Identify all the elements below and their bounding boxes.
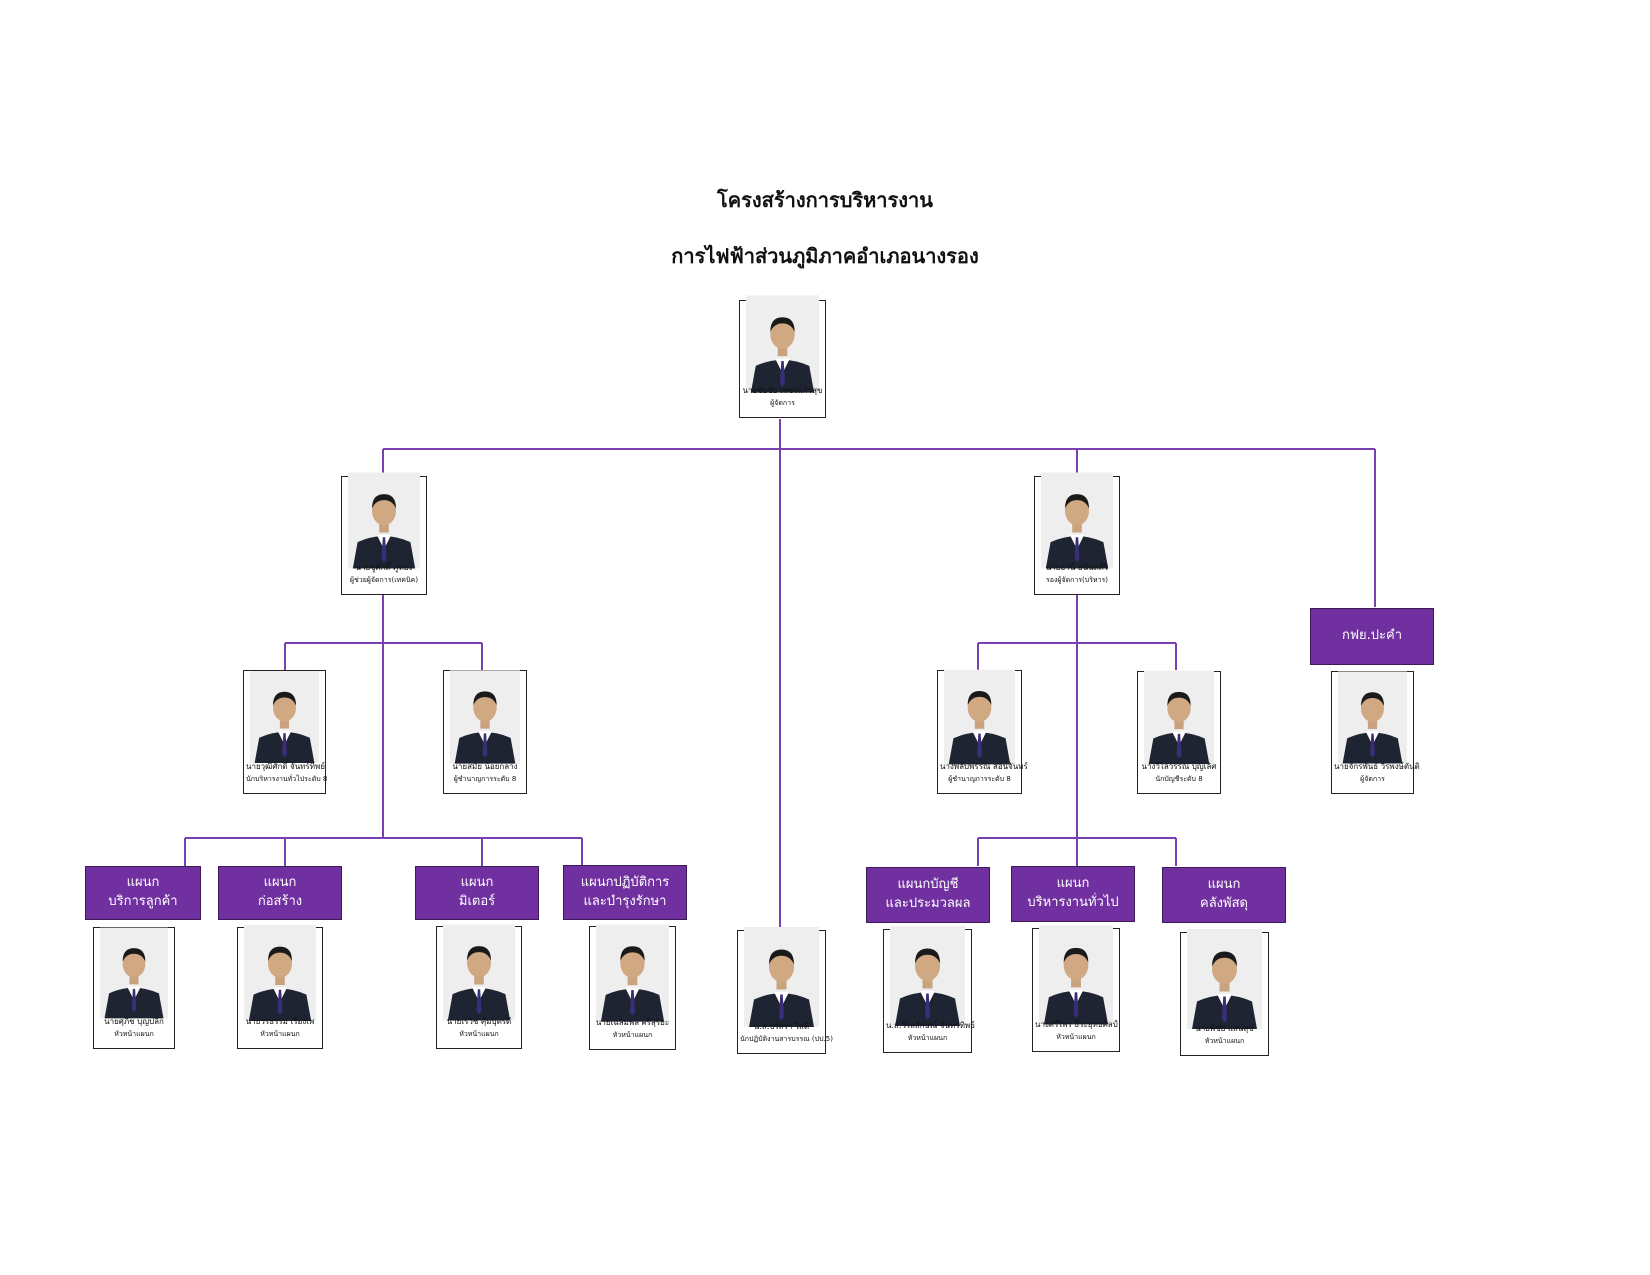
person-card: นางวิไลวรรณ บุญเลิศนักบัญชีระดับ 8 [1137,670,1221,794]
person-role: หัวหน้าแผนก [1056,1033,1096,1041]
person-role: ผู้ชำนาญการระดับ 8 [948,775,1011,783]
portrait-photo [443,924,515,1021]
person-name: นางศรีไพร ธีระยุทธศิลป์ [1035,1020,1118,1029]
dept-stores: แผนกคลังพัสดุ [1162,867,1286,923]
portrait-photo [1041,472,1113,569]
portrait-photo [1039,925,1113,1025]
person-role: ผู้จัดการ [1360,775,1385,783]
person-role: หัวหน้าแผนก [907,1034,948,1042]
person-card: นายวุฒิศักดิ์ จันทร์ทิพย์นักบริหารงานทั่… [243,670,328,794]
person-name: นายวรธรรม เรืองเพ [245,1017,315,1026]
person-name: นางวิไลวรรณ บุญเลิศ [1141,762,1217,771]
dept-accounting: แผนกบัญชีและประมวลผล [866,867,990,923]
person-role: หัวหน้าแผนก [260,1030,300,1038]
person-card: นายธานี อนันตศิริรองผู้จัดการ(บริหาร) [1034,472,1120,595]
portrait-photo [596,924,669,1022]
person-role: ผู้จัดการ [770,399,795,407]
dept-customer-service: แผนกบริการลูกค้า [85,866,201,920]
person-card: นายเฉลิมพล ศรีสุริยะหัวหน้าแผนก [589,924,676,1050]
portrait-photo [1187,929,1262,1029]
portrait-photo [746,295,819,393]
person-role: นักบัญชีระดับ 8 [1155,775,1203,783]
person-card: นายสมัย น้อยกลางผู้ชำนาญการระดับ 8 [443,670,527,794]
chart-subtitle: การไฟฟ้าส่วนภูมิภาคอำเภอนางรอง [671,244,979,268]
person-role: ผู้ช่วยผู้จัดการ(เทคนิค) [349,576,419,584]
person-role: ผู้ชำนาญการระดับ 8 [453,775,517,783]
dept-general-admin: แผนกบริหารงานทั่วไป [1011,866,1135,922]
person-role: หัวหน้าแผนก [459,1030,499,1038]
portrait-photo [744,927,819,1027]
person-card: นางศรีไพร ธีระยุทธศิลป์หัวหน้าแผนก [1032,925,1120,1052]
portrait-photo [1338,671,1407,764]
person-name: น.ส.ปรัสรา ไสดี [753,1022,810,1031]
person-name: นายชัยชัย เพชรแก้วสุข [742,386,823,395]
person-card: น.ส.วิไลลักษณ์ จันทรทิพย์หัวหน้าแผนก [883,926,975,1053]
person-card: นายวรธรรม เรืองเพหัวหน้าแผนก [237,925,323,1049]
person-name: นายวุฒิศักดิ์ จันทร์ทิพย์ [246,762,325,771]
portrait-photo [348,472,420,569]
person-card: น.ส.ปรัสรา ไสดีนักปฏิบัติงานสารบรรณ (ปป.… [737,927,833,1054]
portrait-photo [244,925,316,1021]
person-card: นายจักรพันธ์ วีรพงษ์ตันติผู้จัดการ [1331,671,1420,794]
person-role: นักบริหารงานทั่วไประดับ 8 [246,775,328,783]
person-card: นายศุภิช บุญปลีกหัวหน้าแผนก [93,927,175,1049]
person-role: รองผู้จัดการ(บริหาร) [1045,576,1109,584]
person-name: นางพลับพรรณ สอนจันทร์ [940,762,1028,771]
person-card: นายเรวัช คุ้มบุตรดีหัวหน้าแผนก [436,924,522,1049]
portrait-photo [100,927,168,1019]
chart-title: โครงสร้างการบริหารงาน [717,188,933,212]
person-role: หัวหน้าแผนก [114,1030,154,1038]
portrait-photo [890,926,965,1026]
person-name: นายเรวัช คุ้มบุตรดี [446,1017,512,1026]
person-name: นายศุภิช บุญปลีก [104,1017,164,1026]
person-name: น.ส.วิไลลักษณ์ จันทรทิพย์ [886,1021,975,1030]
person-name: นายพีชัย แสนสุข [1195,1024,1254,1033]
person-name: นายจักรพันธ์ วีรพงษ์ตันติ [1334,762,1420,771]
dept-pakham: กฟย.ปะคำ [1310,608,1434,665]
portrait-photo [450,670,520,764]
person-card: นางพลับพรรณ สอนจันทร์ผู้ชำนาญการระดับ 8 [937,669,1028,794]
dept-construction: แผนกก่อสร้าง [218,866,342,920]
dept-meter: แผนกมิเตอร์ [415,866,539,920]
person-card: นายพีชัย แสนสุขหัวหน้าแผนก [1180,929,1269,1056]
person-role: หัวหน้าแผนก [1204,1037,1245,1045]
person-role: นักปฏิบัติงานสารบรรณ (ปป.5) [740,1035,833,1043]
portrait-photo [944,669,1015,765]
person-name: นายเฉลิมพล ศรีสุริยะ [595,1018,670,1027]
dept-operations: แผนกปฏิบัติการและบำรุงรักษา [563,865,687,920]
person-card: นายชัยชัย เพชรแก้วสุขผู้จัดการ [739,295,826,418]
person-name: นายธานี อนันตศิริ [1045,563,1109,572]
portrait-photo [1144,670,1214,765]
person-name: นายชูศักดิ์ ภูทอง [355,563,413,572]
portrait-photo [250,671,319,763]
person-card: นายชูศักดิ์ ภูทองผู้ช่วยผู้จัดการ(เทคนิค… [341,472,427,595]
person-name: นายสมัย น้อยกลาง [452,762,518,771]
person-role: หัวหน้าแผนก [612,1031,653,1039]
